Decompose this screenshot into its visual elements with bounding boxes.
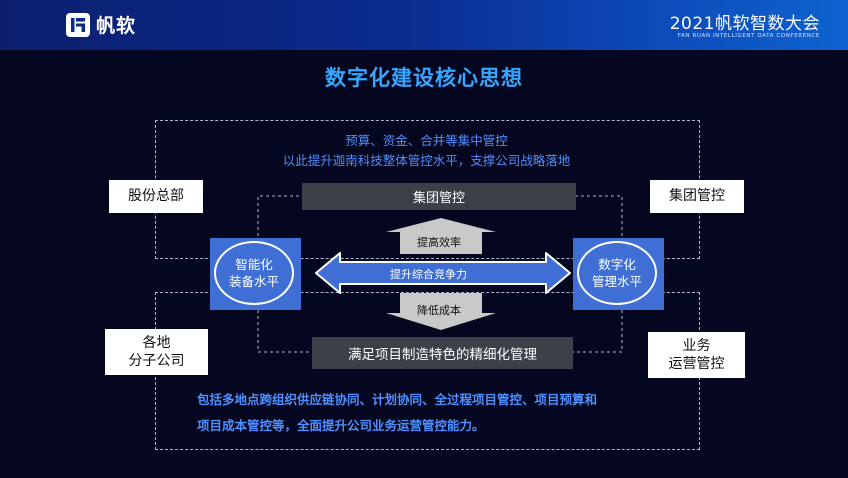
conference-subtitle: FAN RUAN INTELLIGENT DATA CONFERENCE [677, 33, 820, 39]
bottom-description-line1: 包括多地点跨组织供应链协同、计划协同、全过程项目管控、项目预算和 [197, 392, 598, 407]
right-bottom-connector [573, 310, 623, 353]
box-branch-companies: 各地 分子公司 [105, 329, 208, 375]
box-operations-line2: 运营管控 [668, 356, 725, 372]
up-arrow-label: 提高效率 [417, 236, 461, 249]
smart-equipment-circle: 智能化 装备水平 [214, 241, 294, 305]
fanruan-logo-icon [66, 13, 90, 37]
bottom-description-line2: 项目成本管控等，全面提升公司业务运营管控能力。 [197, 418, 485, 433]
up-arrow [386, 218, 496, 254]
down-arrow [386, 293, 496, 330]
down-arrow-label: 降低成本 [417, 304, 461, 317]
top-description-line1: 预算、资金、合并等集中管控 [345, 133, 508, 148]
top-group-control-bar: 集团管控 [302, 183, 576, 210]
header-bar: 帆软 2021帆软智数大会 FAN RUAN INTELLIGENT DATA … [0, 0, 848, 50]
box-branch-line2: 分子公司 [128, 353, 185, 369]
box-branch-line1: 各地 [142, 334, 171, 351]
double-arrow [315, 252, 571, 294]
box-group-control: 集团管控 [650, 180, 744, 213]
digital-management-circle: 数字化 管理水平 [577, 241, 657, 305]
conference-title: 2021帆软智数大会 [669, 14, 820, 34]
smart-equipment-line2: 装备水平 [228, 274, 279, 289]
digital-management-line1: 数字化 [598, 256, 636, 272]
top-description-line2: 以此提升迦南科技整体管控水平，支撑公司战略落地 [282, 153, 571, 168]
digital-management-line2: 管理水平 [591, 274, 642, 289]
left-bottom-connector [257, 310, 312, 353]
bottom-fine-management-bar: 满足项目制造特色的精细化管理 [312, 337, 573, 369]
smart-equipment-line1: 智能化 [235, 256, 273, 272]
box-operations-line1: 业务 [682, 337, 711, 354]
box-headquarters: 股份总部 [109, 180, 203, 213]
left-top-connector [257, 195, 302, 242]
center-arrow-label: 提升综合竞争力 [390, 268, 467, 281]
slide-title: 数字化建设核心思想 [325, 66, 523, 90]
box-operations-control: 业务 运营管控 [648, 332, 745, 378]
digital-management-node: 数字化 管理水平 [573, 238, 664, 310]
smart-equipment-node: 智能化 装备水平 [210, 238, 301, 310]
logo-text: 帆软 [96, 15, 137, 37]
right-top-connector [576, 195, 623, 242]
